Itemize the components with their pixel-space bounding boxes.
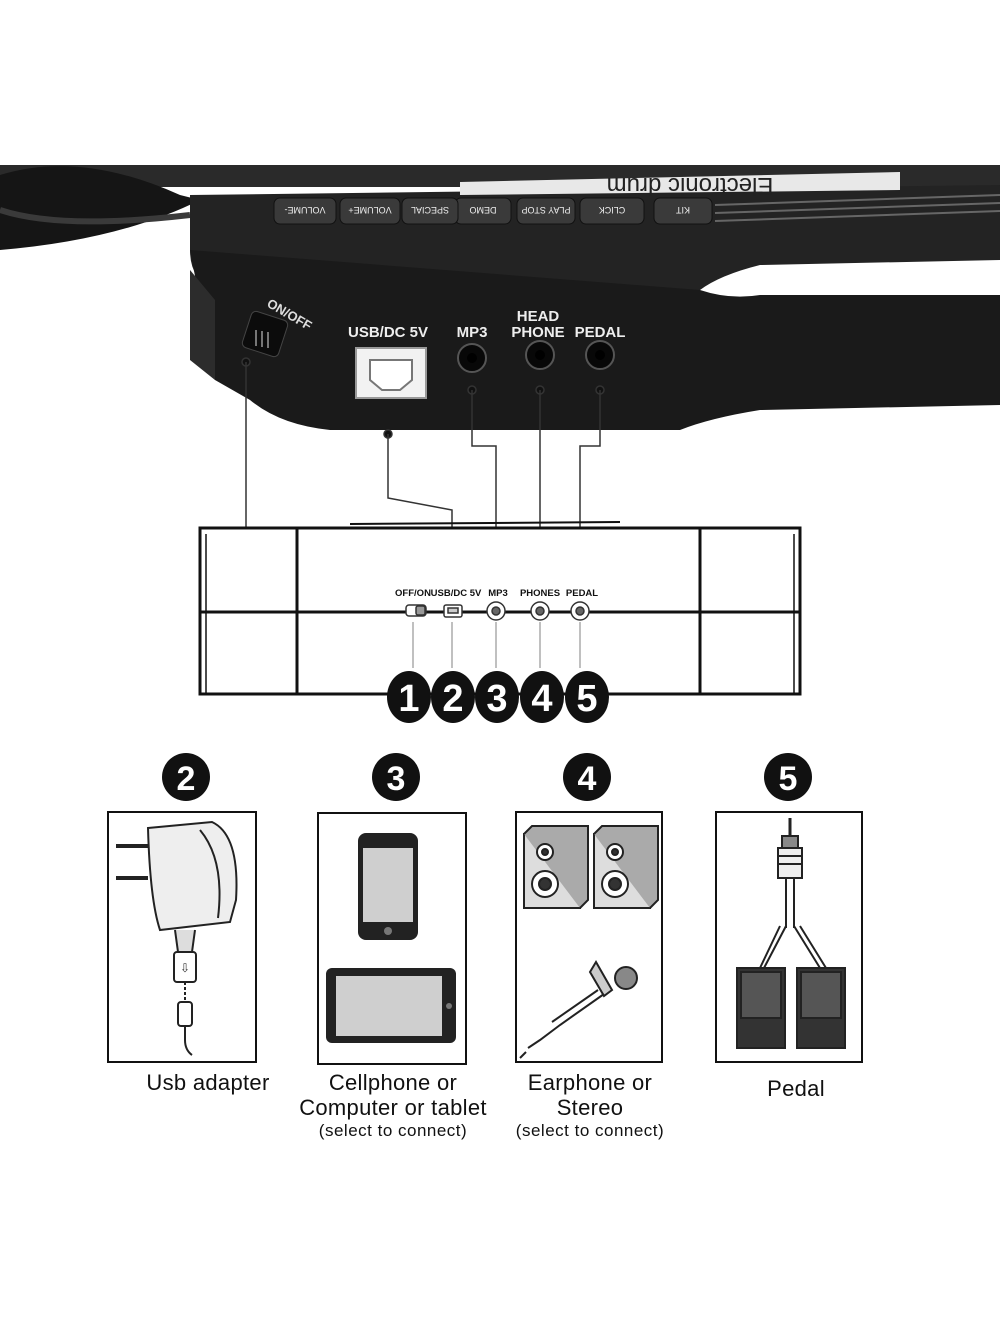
panel-badge-number: 4 — [531, 678, 552, 720]
caption-earphone-stereo: Earphone or Stereo (select to connect) — [490, 1070, 690, 1140]
device-button-play-stop[interactable]: PLAY STOP — [516, 197, 576, 225]
svg-text:⇩: ⇩ — [180, 961, 190, 975]
accessory-badge-3: 3 — [372, 753, 420, 801]
device-button-special[interactable]: SPECIAL — [401, 197, 459, 225]
brand-text: Electronic drum — [607, 172, 774, 199]
panel-phones-icon — [530, 601, 550, 621]
speakers-earphone-box — [515, 811, 663, 1063]
caption-line: Cellphone or — [328, 1070, 458, 1095]
caption-pedal: Pedal — [716, 1076, 876, 1101]
panel-ports — [405, 601, 590, 621]
caption-line: Computer or tablet — [299, 1095, 487, 1121]
port-label-head: HEAD — [517, 308, 560, 325]
device-illustration: Electronic drum KIT CLICK PLAY STOP DEMO SPE… — [0, 165, 1000, 430]
device-button-label: KIT — [676, 205, 691, 215]
device-button-click[interactable]: CLICK — [579, 197, 645, 225]
panel-badge-number: 1 — [398, 678, 419, 720]
panel-label-off-on: OFF/ON — [395, 588, 431, 599]
accessory-badge-4: 4 — [563, 753, 611, 801]
speakers-earphone-icon — [519, 825, 659, 1059]
device-button-label: CLICK — [599, 205, 626, 215]
accessory-badge-number: 5 — [779, 760, 798, 798]
panel-badge-number: 5 — [576, 678, 597, 720]
device-button-volume-[interactable]: VOLUME- — [273, 197, 337, 225]
panel-label-usb-dc-5v: USB/DC 5V — [431, 588, 482, 599]
pedal-icon — [736, 818, 846, 1049]
panel-switch-icon — [405, 604, 427, 617]
caption-usb-adapter: Usb adapter — [108, 1070, 308, 1095]
accessory-badge-number: 2 — [177, 760, 196, 798]
caption-subline: (select to connect) — [318, 1120, 468, 1140]
panel-badge-3: 3 — [475, 671, 519, 723]
button-strip: KIT CLICK PLAY STOP DEMO SPECIAL VOLUME+ VOLUM… — [273, 197, 713, 225]
pedal-jack[interactable] — [585, 340, 615, 370]
device-button-label: VOLUME- — [284, 205, 325, 215]
device-button-label: SPECIAL — [411, 205, 449, 215]
panel-badge-4: 4 — [520, 671, 564, 723]
panel-badge-1: 1 — [387, 671, 431, 723]
accessory-badge-5: 5 — [764, 753, 812, 801]
panel-leader-lines — [412, 622, 581, 668]
device-button-demo[interactable]: DEMO — [454, 197, 512, 225]
caption-phone-tablet: Cellphone or Computer or tablet (select … — [286, 1070, 500, 1140]
usb-adapter-icon: ⇩ — [116, 820, 238, 1056]
device-button-label: PLAY STOP — [521, 205, 570, 215]
accessory-number-badges: 2 3 4 5 — [162, 753, 812, 801]
mp3-jack[interactable] — [457, 343, 487, 373]
caption-line: Stereo — [556, 1095, 624, 1121]
phone-tablet-box — [317, 812, 467, 1065]
accessory-badge-2: 2 — [162, 753, 210, 801]
port-label-phone: PHONE — [511, 324, 564, 341]
caption-line: Usb adapter — [146, 1070, 270, 1095]
panel-label-mp3: MP3 — [488, 588, 508, 599]
pedal-box — [715, 811, 863, 1063]
device-button-kit[interactable]: KIT — [653, 197, 713, 225]
port-label-pedal: PEDAL — [575, 324, 626, 341]
power-switch[interactable] — [241, 310, 289, 358]
caption-subline: (select to connect) — [515, 1120, 665, 1140]
accessory-badge-number: 4 — [578, 760, 597, 798]
caption-line: Earphone or — [527, 1070, 653, 1095]
phone-tablet-icon — [326, 833, 456, 1043]
panel-label-phones: PHONES — [520, 588, 560, 599]
usb-adapter-box: ⇩ — [107, 811, 257, 1063]
panel-label-pedal: PEDAL — [566, 588, 598, 599]
accessory-badge-number: 3 — [387, 760, 406, 798]
port-label-usb: USB/DC 5V — [348, 324, 428, 341]
panel-badge-number: 3 — [486, 678, 507, 720]
caption-line: Pedal — [767, 1076, 825, 1101]
panel-mp3-icon — [486, 601, 506, 621]
device-button-label: DEMO — [470, 205, 497, 215]
phone-jack[interactable] — [525, 340, 555, 370]
panel-usb-icon — [443, 604, 463, 618]
device-button-label: VOLUME+ — [348, 205, 391, 215]
device-button-volume-[interactable]: VOLUME+ — [339, 197, 401, 225]
panel-badge-5: 5 — [565, 671, 609, 723]
panel-badge-2: 2 — [431, 671, 475, 723]
panel-pedal-icon — [570, 601, 590, 621]
port-label-mp3: MP3 — [457, 324, 488, 341]
panel-badge-number: 2 — [442, 678, 463, 720]
usb-port[interactable] — [355, 347, 427, 399]
